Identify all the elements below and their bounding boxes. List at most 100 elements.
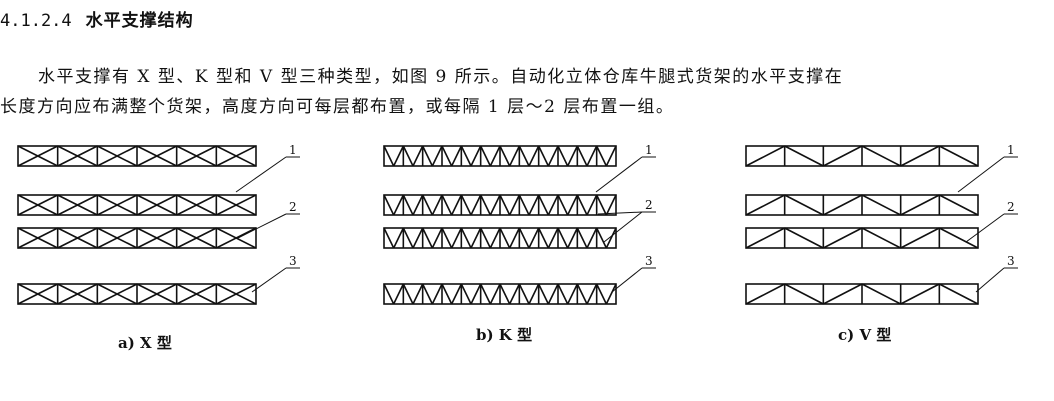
brace-c-1-3 — [861, 145, 902, 167]
brace-b-2-4-a — [460, 194, 472, 216]
brace-b-3-3-a — [441, 227, 453, 249]
brace-b-2-8-a — [537, 194, 550, 216]
brace-a-4-1-b — [57, 283, 98, 305]
brace-b-4-0-b — [392, 283, 405, 305]
brace-b-3-1-b — [412, 227, 424, 249]
paragraph-line-1: 水平支撑有 X 型、K 型和 V 型三种类型，如图 9 所示。自动化立体仓库牛腿… — [38, 67, 844, 87]
brace-b-1-10-a — [576, 145, 588, 167]
brace-a-2-0-b — [17, 194, 59, 216]
section-heading: 4.1.2.4 水平支撑结构 — [0, 6, 194, 31]
brace-b-4-3-b — [450, 283, 463, 305]
leader-b-2 — [597, 211, 643, 215]
brace-b-4-9-a — [557, 283, 569, 305]
brace-b-1-5-b — [489, 145, 501, 167]
caption-c: c) V 型 — [838, 326, 891, 344]
brace-b-2-9-a — [557, 194, 569, 216]
brace-c-3-4 — [900, 227, 940, 249]
brace-a-1-4-b — [176, 145, 217, 167]
callout-number-b-1: 1 — [645, 143, 653, 157]
brace-b-2-3-b — [450, 194, 463, 216]
brace-b-4-1-b — [412, 283, 424, 305]
brace-b-3-2-b — [431, 227, 443, 249]
brace-b-3-3-b — [450, 227, 463, 249]
brace-b-1-6-a — [499, 145, 511, 167]
brace-a-3-1-b — [57, 227, 98, 249]
brace-c-1-0 — [745, 145, 786, 167]
brace-a-2-3-b — [136, 194, 178, 216]
caption-b: b) K 型 — [476, 326, 532, 344]
leader-b-4 — [611, 267, 643, 293]
brace-c-1-2 — [822, 145, 863, 167]
brace-b-2-8-b — [547, 194, 559, 216]
brace-b-2-5-a — [479, 194, 492, 216]
callout-number-c-2: 2 — [1007, 200, 1015, 214]
brace-b-1-10-b — [586, 145, 598, 167]
brace-b-3-8-a — [537, 227, 550, 249]
brace-b-1-11-b — [605, 145, 617, 167]
leader-c-3 — [975, 267, 1005, 293]
brace-c-2-1 — [784, 194, 824, 216]
leader-c-2 — [965, 213, 1005, 243]
brace-b-1-0-b — [392, 145, 405, 167]
brace-b-1-1-a — [402, 145, 414, 167]
brace-b-4-2-a — [421, 283, 434, 305]
brace-b-1-9-a — [557, 145, 569, 167]
brace-b-3-4-a — [460, 227, 472, 249]
brace-b-4-11-b — [605, 283, 617, 305]
brace-b-2-11-a — [595, 194, 608, 216]
brace-b-1-8-b — [547, 145, 559, 167]
callout-number-b-2: 2 — [645, 198, 653, 212]
brace-b-1-1-b — [412, 145, 424, 167]
brace-c-4-4 — [900, 283, 940, 305]
brace-b-3-4-b — [470, 227, 482, 249]
brace-c-4-1 — [784, 283, 824, 305]
brace-b-2-10-b — [586, 194, 598, 216]
brace-b-2-2-b — [431, 194, 443, 216]
brace-a-2-1-b — [57, 194, 98, 216]
brace-a-2-5-b — [215, 194, 257, 216]
brace-c-3-2 — [822, 227, 863, 249]
brace-c-2-0 — [745, 194, 786, 216]
brace-c-3-0 — [745, 227, 786, 249]
brace-b-4-11-a — [595, 283, 608, 305]
leader-a-3 — [251, 267, 287, 293]
brace-b-1-0-a — [383, 145, 395, 167]
brace-b-1-9-b — [566, 145, 579, 167]
brace-b-4-6-b — [508, 283, 521, 305]
brace-c-1-1 — [784, 145, 824, 167]
brace-a-4-0-b — [17, 283, 59, 305]
brace-a-3-5-b — [215, 227, 257, 249]
brace-b-3-0-b — [392, 227, 405, 249]
brace-a-3-2-b — [96, 227, 138, 249]
brace-a-2-4-b — [176, 194, 217, 216]
callout-number-c-1: 1 — [1007, 143, 1015, 157]
brace-b-3-6-a — [499, 227, 511, 249]
brace-b-1-2-b — [431, 145, 443, 167]
section-title: 水平支撑结构 — [85, 11, 194, 31]
brace-c-3-3 — [861, 227, 902, 249]
brace-b-4-6-a — [499, 283, 511, 305]
brace-a-2-2-b — [96, 194, 138, 216]
section-number: 4.1.2.4 — [0, 11, 72, 31]
brace-b-1-3-b — [450, 145, 463, 167]
brace-c-4-5 — [938, 283, 979, 305]
paragraph-line-2: 长度方向应布满整个货架，高度方向可每层都布置，或每隔 1 层～2 层布置一组。 — [0, 97, 675, 117]
brace-a-4-3-b — [136, 283, 178, 305]
callout-number-b-3: 3 — [645, 254, 653, 268]
brace-b-1-11-a — [595, 145, 608, 167]
brace-b-4-5-b — [489, 283, 501, 305]
brace-b-1-3-a — [441, 145, 453, 167]
brace-b-4-4-b — [470, 283, 482, 305]
brace-b-3-9-a — [557, 227, 569, 249]
callout-number-a-2: 2 — [289, 200, 297, 214]
brace-a-1-0-b — [17, 145, 59, 167]
brace-b-4-0-a — [383, 283, 395, 305]
brace-b-1-2-a — [421, 145, 434, 167]
brace-b-3-9-b — [566, 227, 579, 249]
leader-b-1 — [595, 156, 643, 193]
brace-b-4-9-b — [566, 283, 579, 305]
callout-number-c-3: 3 — [1007, 254, 1015, 268]
brace-a-1-1-b — [57, 145, 98, 167]
brace-c-2-2 — [822, 194, 863, 216]
brace-b-3-11-a — [595, 227, 608, 249]
